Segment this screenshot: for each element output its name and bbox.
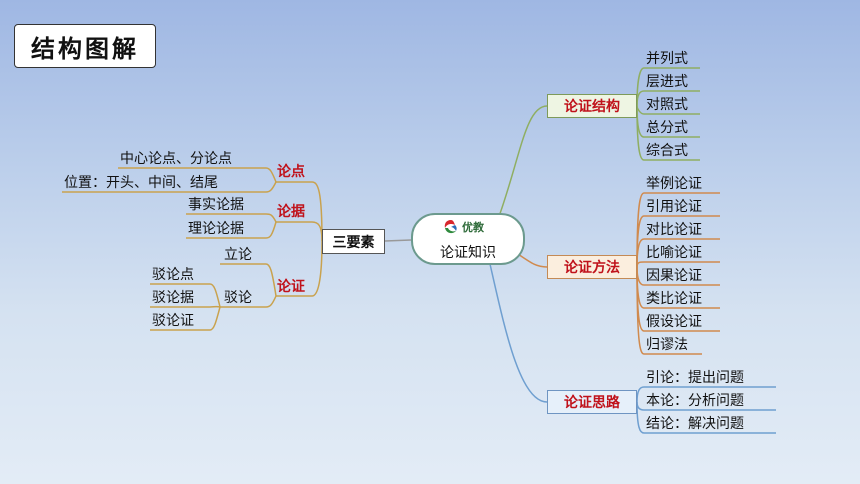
method-item: 类比论证 bbox=[646, 291, 702, 307]
structure-item: 对照式 bbox=[646, 97, 688, 113]
page-title: 结构图解 bbox=[14, 24, 156, 68]
argument-fan bbox=[220, 263, 277, 308]
viewpoint-fan bbox=[62, 167, 277, 193]
connector-center-three bbox=[384, 239, 412, 242]
argument-item: 立论 bbox=[224, 247, 252, 263]
method-item: 假设论证 bbox=[646, 314, 702, 330]
methods-box: 论证方法 bbox=[547, 255, 637, 279]
refutation-fan bbox=[150, 283, 221, 331]
center-label: 论证知识 bbox=[440, 245, 496, 261]
refutation-item: 驳论据 bbox=[152, 290, 194, 306]
ideas-fan bbox=[636, 386, 776, 434]
idea-item: 结论：解决问题 bbox=[646, 416, 744, 432]
connector-center-structure bbox=[496, 105, 548, 223]
refutation-item: 驳论证 bbox=[152, 313, 194, 329]
method-item: 比喻论证 bbox=[646, 245, 702, 261]
three-elements-box: 三要素 bbox=[322, 229, 385, 254]
evidence-item: 事实论据 bbox=[188, 197, 244, 213]
structure-box: 论证结构 bbox=[547, 94, 637, 118]
idea-item: 本论：分析问题 bbox=[646, 393, 744, 409]
idea-item: 引论：提出问题 bbox=[646, 370, 744, 386]
methods-fan bbox=[636, 192, 720, 355]
structure-item: 并列式 bbox=[646, 51, 688, 67]
evidence-fan bbox=[186, 213, 277, 239]
structure-item: 总分式 bbox=[646, 120, 688, 136]
structure-item: 综合式 bbox=[646, 143, 688, 159]
refutation-item: 驳论点 bbox=[152, 267, 194, 283]
viewpoint-item: 位置：开头、中间、结尾 bbox=[64, 175, 218, 191]
logo-text: 优教 bbox=[462, 221, 484, 234]
logo-mark-icon bbox=[444, 220, 457, 234]
three-fan bbox=[276, 181, 323, 297]
evidence-item: 理论论据 bbox=[188, 221, 244, 237]
group-argument-label: 论证 bbox=[277, 279, 305, 295]
method-item: 引用论证 bbox=[646, 199, 702, 215]
method-item: 因果论证 bbox=[646, 268, 702, 284]
method-item: 举例论证 bbox=[646, 176, 702, 192]
center-node: 优教 论证知识 bbox=[411, 213, 525, 265]
group-viewpoint-label: 论点 bbox=[277, 164, 305, 180]
viewpoint-item: 中心论点、分论点 bbox=[120, 151, 232, 167]
connector-center-ideas bbox=[489, 263, 548, 403]
group-evidence-label: 论据 bbox=[277, 204, 305, 220]
structure-fan bbox=[636, 67, 700, 161]
refutation-label: 驳论 bbox=[224, 290, 252, 306]
method-item: 归谬法 bbox=[646, 337, 688, 353]
ideas-box: 论证思路 bbox=[547, 390, 637, 414]
logo: 优教 bbox=[443, 219, 484, 235]
structure-item: 层进式 bbox=[646, 74, 688, 90]
method-item: 对比论证 bbox=[646, 222, 702, 238]
